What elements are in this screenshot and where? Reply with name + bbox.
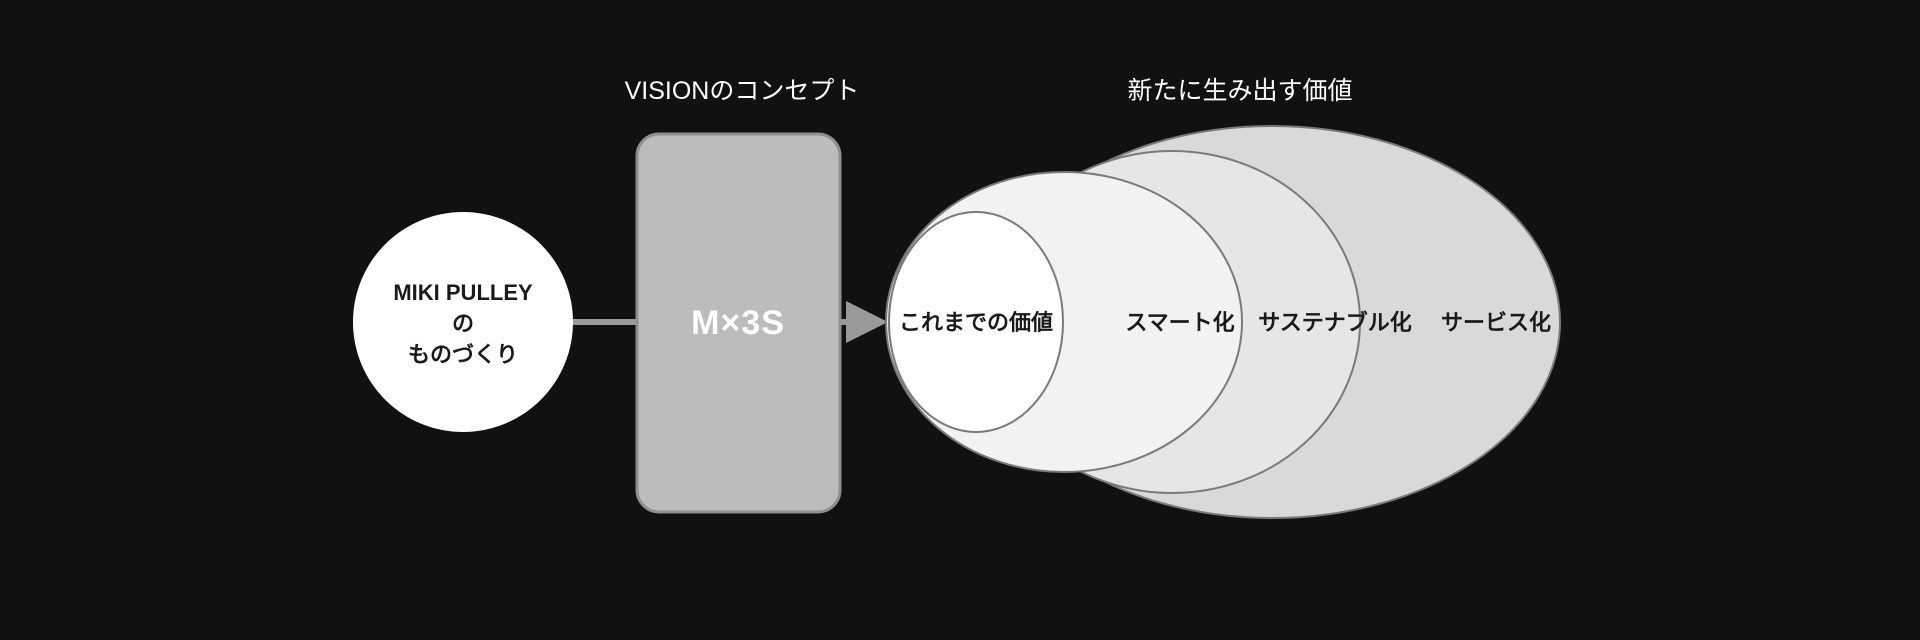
value-label-servicization: サービス化: [1441, 310, 1551, 335]
vision-concept-heading: VISIONのコンセプト: [625, 77, 860, 105]
value-ellipse-existing[interactable]: [888, 211, 1064, 433]
value-label-sustainable: サステナブル化: [1258, 310, 1412, 335]
value-label-existing: これまでの価値: [899, 310, 1053, 335]
miki-pulley-line-1: MIKI PULLEY: [393, 280, 533, 305]
miki-pulley-line-3: ものづくり: [408, 342, 518, 367]
miki-pulley-circle[interactable]: [353, 212, 573, 432]
miki-pulley-line-2: の: [452, 311, 474, 336]
mx3s-label: M×3S: [691, 304, 785, 342]
value-label-smart: スマート化: [1125, 310, 1234, 335]
new-value-heading: 新たに生み出す価値: [1127, 77, 1352, 105]
